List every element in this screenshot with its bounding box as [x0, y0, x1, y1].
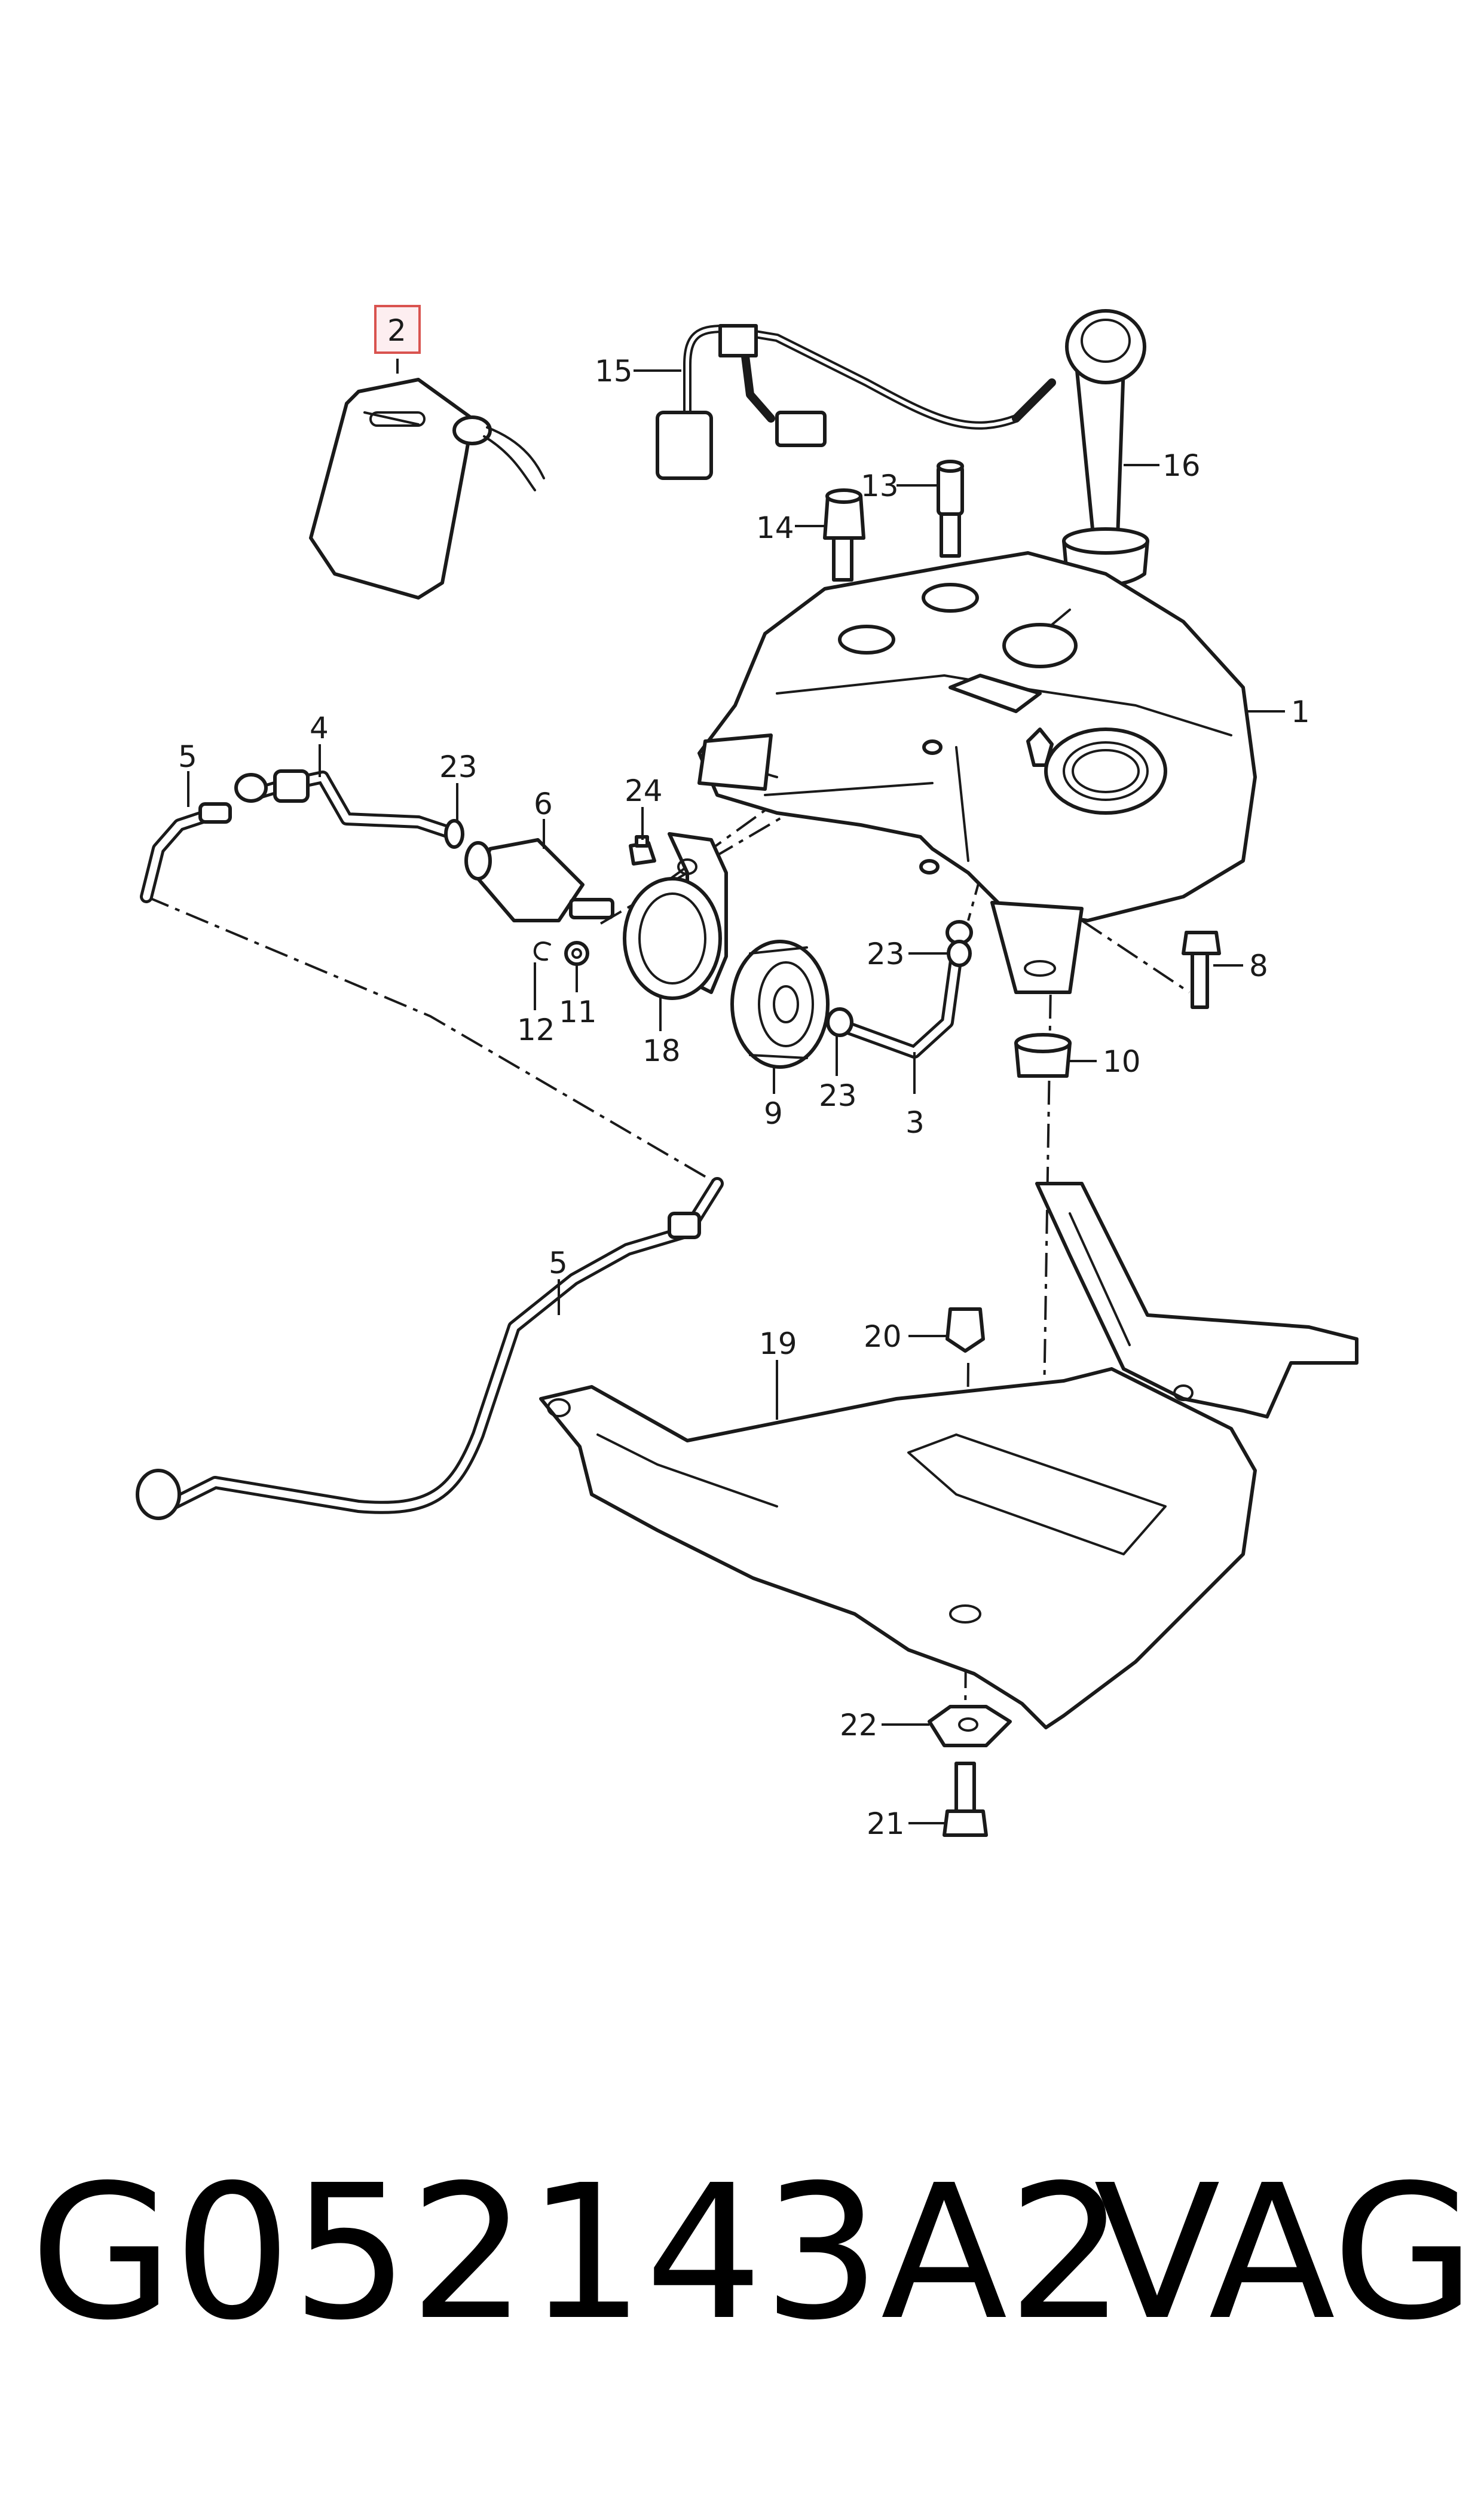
part-19-heat-shield[interactable] — [539, 1182, 1358, 1729]
part-11-washer[interactable] — [564, 941, 589, 966]
callout-22[interactable]: 22 — [840, 1708, 878, 1742]
part-22-clip[interactable] — [928, 1705, 1012, 1747]
callout-13[interactable]: 13 — [861, 469, 899, 503]
callout-14[interactable]: 14 — [756, 510, 794, 545]
part-6-pump[interactable] — [464, 838, 614, 922]
callout-6[interactable]: 6 — [534, 787, 553, 821]
part-16-filler-neck[interactable] — [1012, 309, 1149, 587]
part-2-fluid-container[interactable] — [309, 378, 545, 600]
part-5-delivery-line-upper[interactable] — [140, 802, 232, 903]
callout-19[interactable]: 19 — [759, 1326, 797, 1361]
callout-4[interactable]: 4 — [310, 711, 329, 745]
part-12-clip[interactable] — [533, 941, 551, 961]
callout-23-c[interactable]: 23 — [867, 937, 905, 971]
callout-11[interactable]: 11 — [559, 995, 597, 1029]
part-23-clamp-a[interactable] — [444, 819, 464, 849]
callout-leaders — [187, 359, 1285, 1824]
part-23-clamp-b[interactable] — [826, 1007, 853, 1037]
parts-diagram: 1 2 3 4 5 5 6 8 9 10 11 12 13 14 15 16 1… — [136, 305, 1358, 1841]
callout-18[interactable]: 18 — [642, 1034, 681, 1068]
part-21-bolt[interactable] — [943, 1762, 988, 1837]
callout-5-upper[interactable]: 5 — [178, 739, 197, 774]
callout-labels: 1 2 3 4 5 5 6 8 9 10 11 12 13 14 15 16 1… — [178, 313, 1310, 1841]
callout-24[interactable]: 24 — [625, 774, 663, 808]
part-13-sensor[interactable] — [937, 460, 964, 558]
part-20-nut[interactable] — [946, 1307, 985, 1353]
footer: G052143A2 VAG — [30, 2128, 1476, 2379]
callout-23-b[interactable]: 23 — [819, 1078, 857, 1113]
callout-20[interactable]: 20 — [864, 1319, 902, 1354]
part-9-insulator[interactable] — [730, 940, 830, 1069]
callout-3[interactable]: 3 — [905, 1105, 925, 1140]
part-number: G052143A2 — [30, 2145, 1125, 2361]
callout-8[interactable]: 8 — [1249, 949, 1268, 983]
callout-10[interactable]: 10 — [1103, 1044, 1141, 1079]
part-1-fluid-tank[interactable] — [697, 551, 1257, 994]
callout-21[interactable]: 21 — [867, 1806, 905, 1841]
part-8-bolt[interactable] — [1182, 931, 1221, 1009]
part-23-clamp-c[interactable] — [947, 940, 972, 967]
callout-16[interactable]: 16 — [1162, 448, 1201, 483]
part-24-screw[interactable] — [629, 835, 656, 866]
part-14-sensor[interactable] — [823, 488, 865, 582]
part-4-delivery-line[interactable] — [234, 769, 461, 840]
part-18-bracket[interactable] — [623, 832, 728, 1000]
callout-2[interactable]: 2 — [387, 313, 406, 348]
callout-15[interactable]: 15 — [595, 354, 633, 389]
part-15-wiring-harness[interactable] — [656, 324, 1020, 480]
part-10-grommet[interactable] — [1014, 1033, 1072, 1078]
callout-9[interactable]: 9 — [764, 1096, 783, 1131]
callout-5-lower[interactable]: 5 — [549, 1246, 568, 1280]
callout-23-a[interactable]: 23 — [439, 750, 478, 784]
callout-2-highlight — [374, 305, 421, 354]
callout-12[interactable]: 12 — [517, 1013, 555, 1047]
part-5-delivery-line-lower[interactable] — [136, 1177, 724, 1520]
callout-1[interactable]: 1 — [1291, 695, 1310, 729]
brand-label: VAG — [1094, 2145, 1476, 2361]
